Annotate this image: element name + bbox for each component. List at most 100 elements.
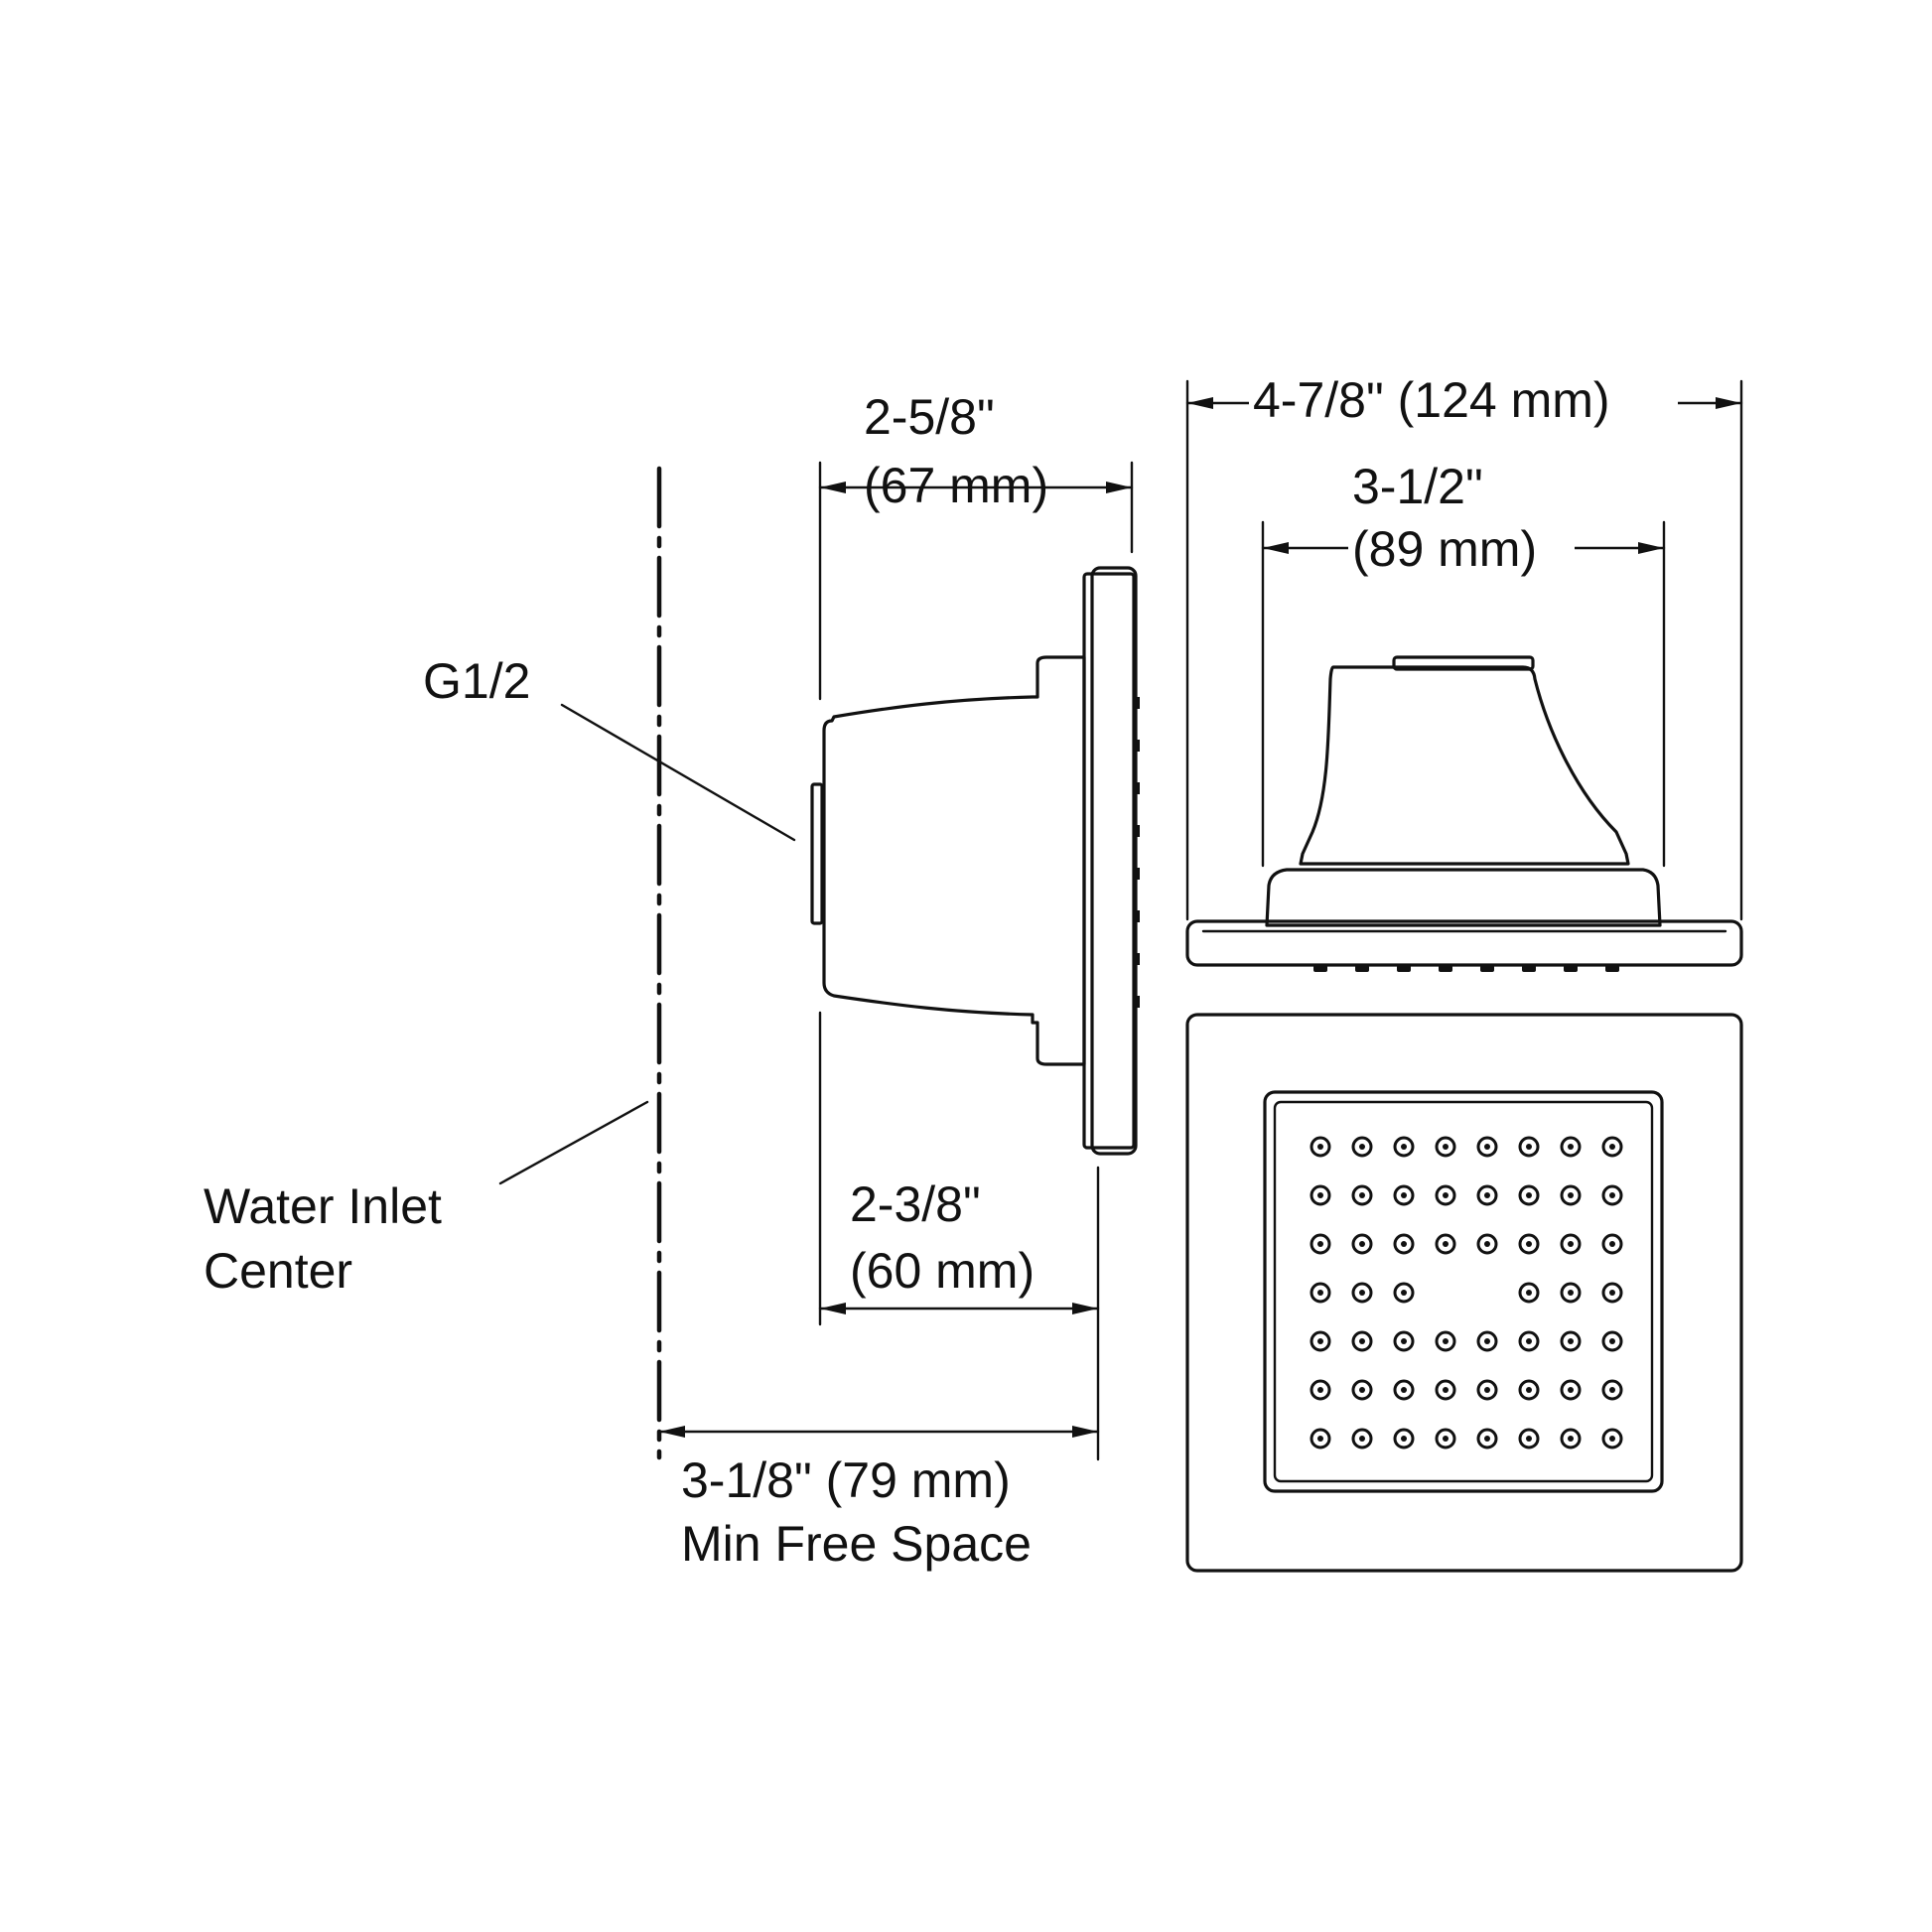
nozzle (1351, 1379, 1373, 1401)
elevation-body (1299, 665, 1630, 866)
nozzle (1310, 1282, 1331, 1304)
nozzle (1476, 1379, 1498, 1401)
nozzle (1601, 1282, 1623, 1304)
side-view (810, 566, 1140, 1156)
nozzle (1476, 1184, 1498, 1206)
nozzle (1518, 1233, 1540, 1255)
side-faceplate-rim (1090, 566, 1138, 1156)
nozzle-center (1401, 1192, 1407, 1198)
nozzle (1351, 1233, 1373, 1255)
side-nozzles (1134, 697, 1140, 1008)
nozzle-center (1484, 1387, 1490, 1393)
nozzle-center (1609, 1192, 1615, 1198)
nozzle (1351, 1136, 1373, 1158)
nozzle (1310, 1233, 1331, 1255)
nozzle (1393, 1184, 1415, 1206)
nozzle (1351, 1184, 1373, 1206)
nozzle (1393, 1330, 1415, 1352)
nozzle (1560, 1379, 1582, 1401)
nozzle-center (1484, 1192, 1490, 1198)
elevation-skirt (1265, 868, 1662, 927)
nozzle (1393, 1282, 1415, 1304)
inlet-label-line1: Water Inlet (204, 1178, 442, 1234)
g12-leader (560, 703, 796, 842)
nozzle-center (1443, 1436, 1449, 1442)
dimension-width: 4-7/8" (124 mm) (1185, 367, 1743, 921)
nozzle (1601, 1330, 1623, 1352)
nozzle-center (1484, 1338, 1490, 1344)
nozzle-center (1443, 1387, 1449, 1393)
nozzle-center (1401, 1290, 1407, 1296)
nozzle-center (1526, 1387, 1532, 1393)
elevation-cap (1392, 655, 1535, 671)
nozzle (1435, 1136, 1456, 1158)
nozzle-center (1443, 1192, 1449, 1198)
side-body (822, 655, 1086, 1066)
nozzle (1476, 1233, 1498, 1255)
nozzle-center (1359, 1436, 1365, 1442)
nozzle-center (1526, 1338, 1532, 1344)
nozzle-center (1443, 1144, 1449, 1150)
nozzle (1351, 1428, 1373, 1449)
nozzle-center (1609, 1338, 1615, 1344)
nozzle (1351, 1282, 1373, 1304)
nozzle-center (1359, 1144, 1365, 1150)
nozzle (1476, 1330, 1498, 1352)
nozzle (1351, 1330, 1373, 1352)
nozzle (1476, 1136, 1498, 1158)
nozzle-center (1526, 1192, 1532, 1198)
elevation-nozzles (1313, 965, 1619, 972)
nozzle-center (1317, 1290, 1323, 1296)
nozzle-center (1568, 1436, 1574, 1442)
nozzle (1518, 1379, 1540, 1401)
nozzle-center (1443, 1338, 1449, 1344)
nozzle-center (1401, 1241, 1407, 1247)
nozzle (1435, 1379, 1456, 1401)
dim-depth-in: 2-5/8" (864, 389, 995, 445)
nozzle-center (1568, 1387, 1574, 1393)
inlet-leader (498, 1100, 649, 1185)
nozzle (1560, 1233, 1582, 1255)
nozzle-center (1484, 1144, 1490, 1150)
nozzle-center (1568, 1290, 1574, 1296)
nozzle (1560, 1136, 1582, 1158)
nozzle-center (1609, 1436, 1615, 1442)
nozzle-center (1359, 1192, 1365, 1198)
dimension-free-space: 3-1/8" (79 mm) Min Free Space (657, 1426, 1100, 1572)
dimension-body: 2-3/8" (60 mm) (818, 1011, 1100, 1461)
nozzle (1601, 1136, 1623, 1158)
dim-depth-mm: (67 mm) (864, 458, 1048, 513)
nozzle-center (1317, 1436, 1323, 1442)
nozzle (1310, 1379, 1331, 1401)
nozzle-center (1401, 1436, 1407, 1442)
side-faceplate (1082, 572, 1136, 1150)
nozzle-center (1484, 1241, 1490, 1247)
dimension-depth: 2-5/8" (67 mm) (818, 389, 1134, 701)
dim-inner-mm: (89 mm) (1352, 521, 1537, 577)
g12-label: G1/2 (423, 653, 530, 709)
nozzle-center (1401, 1387, 1407, 1393)
nozzle-center (1526, 1241, 1532, 1247)
dim-body-mm: (60 mm) (850, 1243, 1035, 1299)
nozzle (1310, 1428, 1331, 1449)
elevation-faceplate (1185, 919, 1743, 967)
nozzle (1560, 1428, 1582, 1449)
nozzle-center (1484, 1436, 1490, 1442)
nozzle-center (1359, 1338, 1365, 1344)
nozzle (1476, 1428, 1498, 1449)
nozzle-center (1317, 1387, 1323, 1393)
nozzle (1310, 1136, 1331, 1158)
nozzle (1518, 1136, 1540, 1158)
nozzle-center (1401, 1144, 1407, 1150)
nozzle (1601, 1379, 1623, 1401)
nozzle (1601, 1233, 1623, 1255)
nozzle (1518, 1184, 1540, 1206)
dim-inner-in: 3-1/2" (1352, 459, 1483, 514)
nozzle (1435, 1184, 1456, 1206)
dim-free-line1: 3-1/8" (79 mm) (681, 1452, 1011, 1508)
nozzle (1435, 1233, 1456, 1255)
nozzle (1310, 1184, 1331, 1206)
nozzle (1310, 1330, 1331, 1352)
nozzle-center (1359, 1290, 1365, 1296)
